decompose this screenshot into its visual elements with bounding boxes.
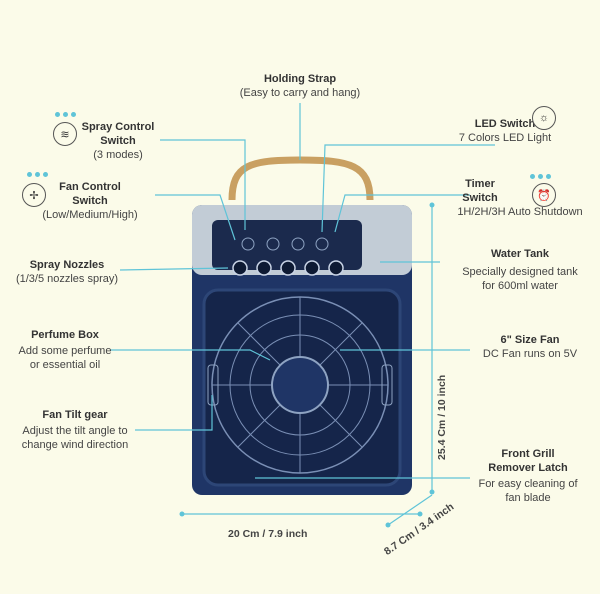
holding-strap-title: Holding Strap xyxy=(263,73,337,85)
dots-fan xyxy=(27,172,48,177)
dots-spray xyxy=(55,112,76,117)
fan-control-title: Fan Control xyxy=(59,181,121,193)
tilt-gear-desc2: change wind direction xyxy=(21,439,129,451)
label-spray-nozzles: Spray Nozzles (1/3/5 nozzles spray) xyxy=(2,258,132,286)
timer-switch-desc: 1H/2H/3H Auto Shutdown xyxy=(457,206,583,218)
timer-switch-title: Timer xyxy=(465,178,495,190)
label-perfume-box: Perfume Box Add some perfume or essentia… xyxy=(10,328,120,372)
light-bulb-icon: ☼ xyxy=(532,106,556,130)
grill-latch-desc: For easy cleaning of xyxy=(478,478,578,490)
dots-timer xyxy=(530,174,551,179)
dimension-height: 25.4 Cm / 10 inch xyxy=(436,374,448,460)
dimension-width: 20 Cm / 7.9 inch xyxy=(228,528,308,540)
perfume-box-desc: Add some perfume xyxy=(18,345,112,357)
grill-latch-title: Front Grill xyxy=(501,448,555,460)
fan-control-desc: (Low/Medium/High) xyxy=(42,209,138,221)
water-tank-title: Water Tank xyxy=(490,248,550,260)
tilt-gear-title: Fan Tilt gear xyxy=(42,409,108,421)
fan-size-desc: DC Fan runs on 5V xyxy=(482,348,578,360)
alarm-clock-icon: ⏰ xyxy=(532,183,556,207)
fan-size-title: 6" Size Fan xyxy=(500,334,560,346)
led-switch-title: LED Switch xyxy=(474,118,536,130)
water-tank-desc2: for 600ml water xyxy=(482,280,558,292)
tilt-gear-desc: Adjust the tilt angle to xyxy=(22,425,128,437)
spray-nozzles-desc: (1/3/5 nozzles spray) xyxy=(15,273,119,285)
perfume-box-desc2: or essential oil xyxy=(29,359,101,371)
fan-control-title2: Switch xyxy=(72,195,108,207)
label-holding-strap: Holding Strap (Easy to carry and hang) xyxy=(230,72,370,100)
label-tilt-gear: Fan Tilt gear Adjust the tilt angle to c… xyxy=(5,408,145,452)
label-fan-control: Fan Control Switch (Low/Medium/High) xyxy=(35,180,145,222)
perfume-box-title: Perfume Box xyxy=(31,329,99,341)
spray-control-title2: Switch xyxy=(100,135,136,147)
holding-strap-desc: (Easy to carry and hang) xyxy=(239,87,361,99)
control-panel xyxy=(212,220,362,270)
led-switch-desc: 7 Colors LED Light xyxy=(458,132,552,144)
grill-latch-title2: Remover Latch xyxy=(488,462,568,474)
water-tank-desc: Specially designed tank xyxy=(462,266,578,278)
label-timer-switch: Timer Switch 1H/2H/3H Auto Shutdown xyxy=(445,177,595,219)
fan-hub xyxy=(271,356,329,414)
label-led-switch: LED Switch 7 Colors LED Light xyxy=(455,117,555,145)
label-fan-size: 6" Size Fan DC Fan runs on 5V xyxy=(470,333,590,361)
label-grill-latch: Front Grill Remover Latch For easy clean… xyxy=(468,447,588,505)
timer-switch-title2: Switch xyxy=(462,192,498,204)
grill-latch-desc2: fan blade xyxy=(505,492,551,504)
spray-control-desc: (3 modes) xyxy=(93,149,143,161)
holding-strap-graphic xyxy=(228,156,374,201)
spray-nozzles-title: Spray Nozzles xyxy=(29,259,105,271)
spray-icon: ≋ xyxy=(53,122,77,146)
fan-icon: ✢ xyxy=(22,183,46,207)
label-water-tank: Water Tank Specially designed tank for 6… xyxy=(455,247,585,293)
spray-control-title: Spray Control xyxy=(81,121,155,133)
label-spray-control: Spray Control Switch (3 modes) xyxy=(78,120,158,162)
